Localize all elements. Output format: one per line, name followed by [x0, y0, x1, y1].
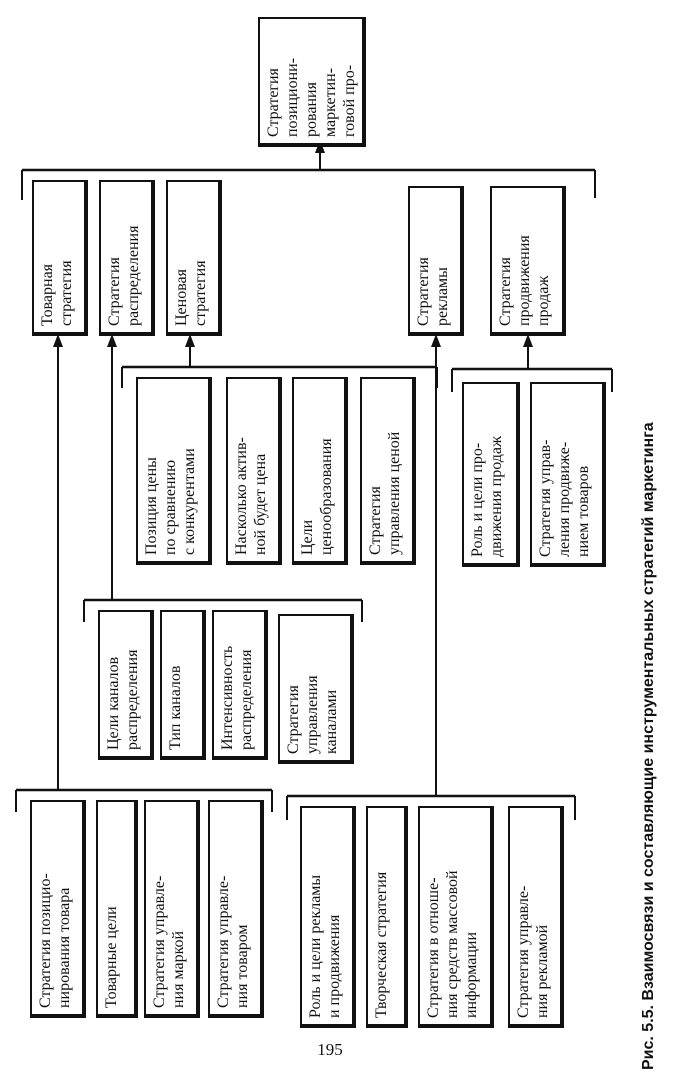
label-pricing-goals: Цели ценообразования — [299, 438, 335, 555]
label-distribution-strategy: Стратегия распределения — [106, 225, 142, 326]
label-media-strategy: Стратегия в отноше- ния средств массовой… — [425, 870, 480, 1018]
box-channel-goals: Цели каналов распределения — [98, 610, 154, 760]
box-price-strategy: Ценовая стратегия — [166, 180, 222, 336]
box-channel-type: Тип каналов — [160, 610, 206, 760]
box-media-strategy: Стратегия в отноше- ния средств массовой… — [418, 806, 494, 1028]
box-distribution-intensity: Интенсивность распределения — [212, 610, 268, 760]
box-distribution-strategy: Стратегия распределения — [99, 180, 155, 336]
box-advertising-strategy: Стратегия рекламы — [408, 186, 464, 336]
box-price-activity: Насколько актив- ной будет цена — [226, 377, 282, 565]
label-distribution-intensity: Интенсивность распределения — [219, 645, 255, 750]
label-price-activity: Насколько актив- ной будет цена — [233, 437, 269, 555]
figure-caption: Рис. 5.5. Взаимосвязи и составляющие инс… — [640, 422, 657, 1070]
label-price-management: Стратегия управления ценой — [367, 431, 403, 555]
label-price-position: Позиция цены по сравнению с конкурентами — [143, 448, 198, 555]
box-product-strategy: Товарная стратегия — [32, 180, 88, 336]
box-promotion-strategy: Стратегия продвижения продаж — [490, 186, 566, 336]
label-promotion-management: Стратегия управ- ления продвиже- нием то… — [537, 439, 592, 557]
label-product-management: Стратегия управле- ния товаром — [215, 875, 251, 1008]
advertising-arrow — [431, 334, 441, 347]
label-product-goals: Товарные цели — [103, 906, 120, 1008]
label-advertising-management: Стратегия управле- ния рекламой — [515, 885, 551, 1018]
label-channel-management: Стратегия управления каналами — [285, 675, 340, 754]
label-price-strategy: Ценовая стратегия — [173, 260, 209, 326]
box-channel-management: Стратегия управления каналами — [278, 614, 354, 764]
label-advertising-role: Роль и цели рекламы и продвижения — [307, 874, 343, 1018]
label-product-strategy: Товарная стратегия — [39, 260, 75, 326]
label-promotion-role: Роль и цели про- движения продаж — [469, 435, 505, 557]
product-arrow — [53, 334, 63, 347]
label-creative-strategy: Творческая стратегия — [373, 871, 390, 1018]
box-product-management: Стратегия управле- ния товаром — [208, 800, 264, 1018]
box-advertising-role: Роль и цели рекламы и продвижения — [300, 806, 356, 1028]
label-channel-type: Тип каналов — [167, 665, 184, 750]
price-arrow — [185, 334, 195, 347]
box-price-position: Позиция цены по сравнению с конкурентами — [136, 377, 212, 565]
promotion-arrow — [523, 334, 533, 347]
box-advertising-management: Стратегия управле- ния рекламой — [508, 806, 564, 1028]
distribution-arrow — [107, 334, 117, 347]
box-creative-strategy: Творческая стратегия — [366, 806, 408, 1028]
box-positioning-strategy: Стратегия позициони- рования маркетин- г… — [258, 17, 366, 147]
box-promotion-role: Роль и цели про- движения продаж — [462, 382, 520, 567]
label-promotion-strategy: Стратегия продвижения продаж — [497, 235, 552, 326]
label-positioning-strategy: Стратегия позициони- рования маркетин- г… — [265, 57, 366, 137]
label-brand-management: Стратегия управле- ния маркой — [151, 875, 187, 1008]
box-product-goals: Товарные цели — [96, 800, 138, 1018]
label-channel-goals: Цели каналов распределения — [105, 649, 141, 750]
box-product-positioning: Стратегия позицио- нирования товара — [30, 800, 86, 1018]
box-price-management: Стратегия управления ценой — [360, 377, 416, 565]
box-promotion-management: Стратегия управ- ления продвиже- нием то… — [530, 382, 606, 567]
label-advertising-strategy: Стратегия рекламы — [415, 257, 451, 326]
box-pricing-goals: Цели ценообразования — [292, 377, 348, 565]
page-number: 195 — [317, 1040, 343, 1059]
label-product-positioning: Стратегия позицио- нирования товара — [37, 873, 73, 1008]
box-brand-management: Стратегия управле- ния маркой — [144, 800, 200, 1018]
